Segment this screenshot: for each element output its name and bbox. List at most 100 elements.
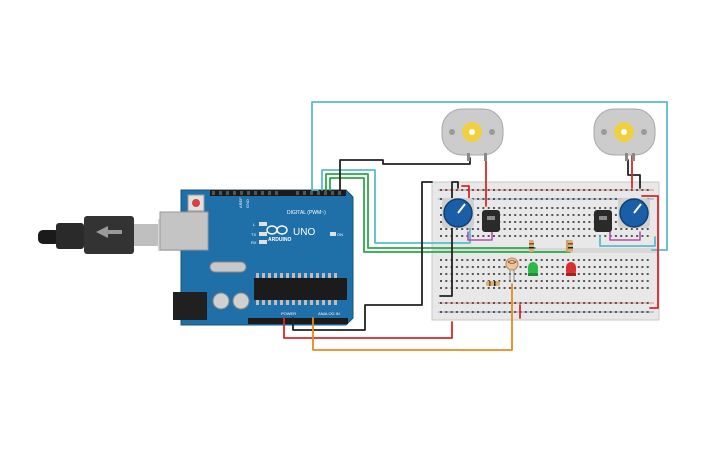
breadboard-hole[interactable] [625, 273, 628, 275]
breadboard-hole[interactable] [567, 189, 570, 191]
breadboard-hole[interactable] [599, 287, 601, 289]
breadboard-hole[interactable] [482, 207, 485, 209]
breadboard-hole[interactable] [583, 198, 586, 200]
breadboard-hole[interactable] [561, 198, 564, 200]
breadboard-hole[interactable] [609, 266, 612, 268]
breadboard-hole[interactable] [445, 228, 448, 230]
breadboard-hole[interactable] [546, 221, 548, 223]
breadboard[interactable] [431, 181, 660, 321]
breadboard-hole[interactable] [583, 266, 586, 268]
breadboard-hole[interactable] [487, 273, 490, 275]
wire-black-gnd[interactable] [292, 181, 433, 331]
breadboard-hole[interactable] [641, 189, 644, 191]
breadboard-hole[interactable] [487, 311, 490, 313]
breadboard-hole[interactable] [561, 221, 564, 223]
breadboard-hole[interactable] [567, 228, 570, 230]
breadboard-hole[interactable] [577, 189, 580, 191]
breadboard-hole[interactable] [588, 302, 591, 304]
breadboard-hole[interactable] [461, 266, 464, 268]
breadboard-hole[interactable] [503, 311, 506, 313]
breadboard-hole[interactable] [577, 221, 580, 223]
breadboard-hole[interactable] [614, 287, 617, 289]
breadboard-hole[interactable] [540, 214, 543, 216]
wire-black-motor[interactable] [339, 157, 471, 191]
wire-black-pot[interactable] [439, 181, 459, 297]
breadboard-hole[interactable] [583, 280, 586, 282]
breadboard-hole[interactable] [625, 228, 628, 230]
breadboard-hole[interactable] [630, 259, 633, 261]
breadboard-hole[interactable] [482, 198, 485, 200]
breadboard-hole[interactable] [641, 302, 644, 304]
breadboard-hole[interactable] [551, 221, 554, 223]
breadboard-hole[interactable] [646, 280, 649, 282]
breadboard-hole[interactable] [561, 287, 564, 289]
breadboard-hole[interactable] [535, 287, 538, 289]
breadboard-hole[interactable] [524, 280, 527, 282]
breadboard-hole[interactable] [577, 259, 580, 261]
breadboard-hole[interactable] [477, 214, 480, 216]
breadboard-hole[interactable] [546, 189, 548, 191]
breadboard-hole[interactable] [466, 302, 469, 304]
breadboard-hole[interactable] [440, 259, 442, 261]
breadboard-hole[interactable] [620, 228, 623, 230]
breadboard-hole[interactable] [524, 214, 527, 216]
breadboard-hole[interactable] [471, 273, 474, 275]
breadboard-hole[interactable] [514, 198, 517, 200]
breadboard-hole[interactable] [572, 280, 575, 282]
breadboard-hole[interactable] [614, 302, 617, 304]
breadboard-hole[interactable] [625, 259, 628, 261]
breadboard-hole[interactable] [561, 302, 564, 304]
breadboard-hole[interactable] [593, 302, 596, 304]
wire-purple-left[interactable] [467, 231, 493, 241]
breadboard-hole[interactable] [482, 266, 485, 268]
breadboard-hole[interactable] [599, 273, 601, 275]
breadboard-hole[interactable] [625, 266, 628, 268]
breadboard-hole[interactable] [630, 273, 633, 275]
breadboard-hole[interactable] [455, 287, 458, 289]
breadboard-hole[interactable] [498, 207, 501, 209]
breadboard-hole[interactable] [514, 280, 517, 282]
breadboard-hole[interactable] [551, 228, 554, 230]
power-analog-header[interactable] [248, 318, 348, 324]
breadboard-hole[interactable] [524, 235, 527, 237]
breadboard-hole[interactable] [540, 273, 543, 275]
breadboard-hole[interactable] [535, 221, 538, 223]
breadboard-hole[interactable] [466, 311, 469, 313]
breadboard-hole[interactable] [588, 207, 591, 209]
breadboard-hole[interactable] [508, 189, 511, 191]
breadboard-hole[interactable] [572, 259, 575, 261]
breadboard-hole[interactable] [583, 207, 586, 209]
breadboard-hole[interactable] [588, 266, 591, 268]
breadboard-hole[interactable] [493, 302, 495, 304]
breadboard-hole[interactable] [519, 207, 522, 209]
breadboard-hole[interactable] [593, 235, 596, 237]
breadboard-hole[interactable] [620, 302, 623, 304]
breadboard-hole[interactable] [583, 273, 586, 275]
breadboard-hole[interactable] [604, 259, 607, 261]
breadboard-hole[interactable] [493, 207, 495, 209]
breadboard-hole[interactable] [567, 207, 570, 209]
breadboard-hole[interactable] [593, 273, 596, 275]
wire-red-5v[interactable] [283, 317, 453, 339]
breadboard-hole[interactable] [604, 207, 607, 209]
breadboard-hole[interactable] [577, 311, 580, 313]
breadboard-hole[interactable] [498, 198, 501, 200]
breadboard-hole[interactable] [519, 287, 522, 289]
breadboard-hole[interactable] [440, 189, 442, 191]
breadboard-hole[interactable] [561, 235, 564, 237]
breadboard-hole[interactable] [646, 189, 649, 191]
breadboard-hole[interactable] [508, 214, 511, 216]
breadboard-hole[interactable] [604, 287, 607, 289]
breadboard-hole[interactable] [519, 302, 522, 304]
breadboard-hole[interactable] [556, 266, 559, 268]
breadboard-hole[interactable] [466, 273, 469, 275]
breadboard-hole[interactable] [455, 189, 458, 191]
breadboard-hole[interactable] [551, 189, 554, 191]
breadboard-hole[interactable] [546, 302, 548, 304]
breadboard-hole[interactable] [503, 189, 506, 191]
breadboard-hole[interactable] [614, 214, 617, 216]
breadboard-hole[interactable] [593, 207, 596, 209]
breadboard-hole[interactable] [630, 228, 633, 230]
wire-purple-right[interactable] [609, 231, 641, 241]
breadboard-hole[interactable] [440, 228, 442, 230]
